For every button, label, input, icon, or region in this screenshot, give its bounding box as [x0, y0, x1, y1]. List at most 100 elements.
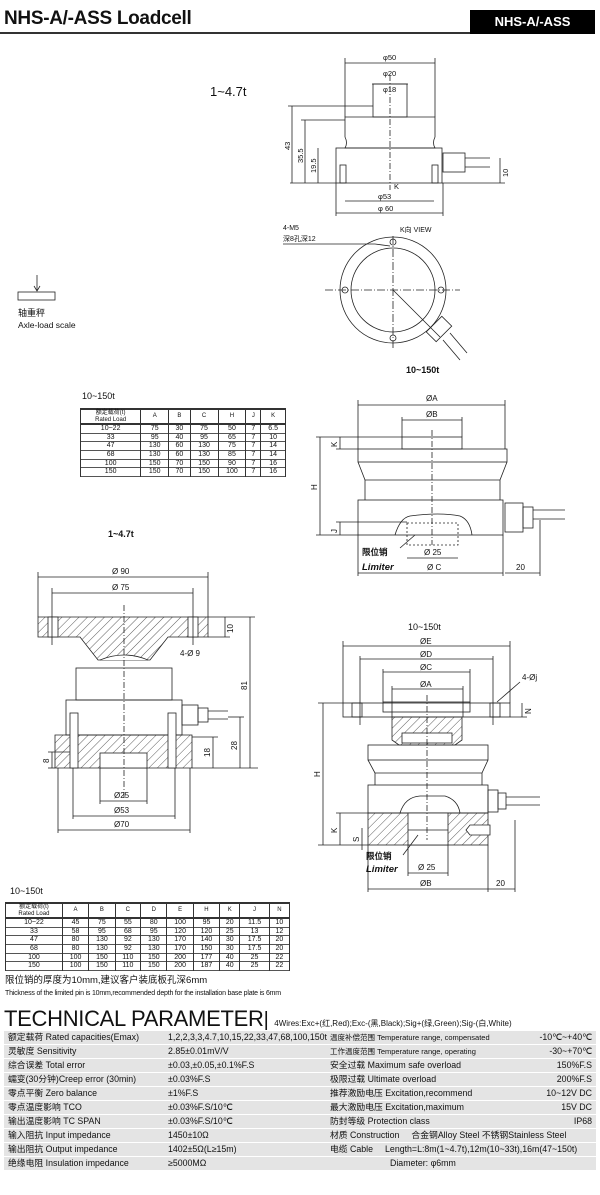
table1-caption: 10~150t — [82, 391, 115, 401]
table-cell: 14 — [260, 450, 286, 460]
param-name: 蠕变(30分钟)Creep error (30min) — [8, 1074, 137, 1084]
dim-d18: φ18 — [383, 85, 396, 94]
table-cell: 100 — [79, 459, 142, 468]
dim-h10: 10 — [226, 624, 235, 633]
table-cell: 92 — [114, 935, 142, 945]
param-name: 零点温度影响 TCO — [8, 1102, 82, 1112]
table-cell: 60 — [168, 441, 191, 451]
dim-d25: Ø25 — [114, 791, 130, 800]
table-cell: 10 — [268, 918, 291, 928]
table-cell: 33 — [79, 433, 142, 442]
table-cell: 10~22 — [79, 424, 142, 434]
table-cell: 120 — [192, 927, 221, 936]
limiter-label-en: Limiter — [366, 864, 399, 875]
param-name: 电缆 Cable — [330, 1144, 374, 1154]
dim-d: ØD — [420, 650, 432, 659]
table-cell: 30 — [219, 944, 241, 954]
column-header: A — [61, 903, 90, 919]
table-cell: 65 — [217, 433, 247, 442]
dim-b: ØB — [426, 410, 438, 419]
header-rated-load-cn: 额定载荷(t) — [95, 410, 126, 416]
param-value: 200%F.S — [556, 1074, 592, 1084]
table-cell: 22 — [268, 961, 291, 971]
table-cell: 75 — [88, 918, 116, 928]
header-rated-load-cn: 额定载荷(t) — [19, 904, 49, 910]
table-cell: 6.5 — [260, 424, 286, 434]
view-range-label: 10~150t — [406, 365, 439, 375]
dim-a: ØA — [426, 394, 438, 403]
dim-d60: φ 60 — [378, 204, 393, 213]
dim-h28: 28 — [230, 741, 239, 750]
table-cell: 75 — [217, 441, 247, 451]
param-value: -10℃~+40℃ — [539, 1032, 592, 1042]
dim-h8: 8 — [42, 758, 51, 763]
axle-label-cn: 轴重秤 — [18, 307, 45, 318]
table-cell: 120 — [166, 927, 194, 936]
table-cell: 75 — [189, 424, 219, 434]
axle-label-en: Axle-load scale — [18, 320, 76, 330]
table-cell: 92 — [114, 944, 142, 954]
table-cell: 7 — [245, 424, 262, 434]
drawing-1-side-view: 1~4.7t φ50 φ20 φ18 43 35.5 19.5 10 K φ53… — [210, 53, 510, 216]
column-header: B — [168, 409, 191, 425]
table-cell: 17.5 — [239, 935, 270, 945]
table-cell: 150 — [189, 459, 219, 468]
column-header: C — [114, 903, 142, 919]
dim-20: 20 — [496, 879, 505, 888]
param-name: 输出温度影响 TC SPAN — [8, 1116, 101, 1126]
table-cell: 70 — [168, 459, 191, 468]
page-title: NHS-A/-ASS Loadcell — [4, 8, 192, 29]
table-cell: 150 — [140, 961, 168, 971]
hole-depth-label: 深8孔深12 — [283, 234, 316, 243]
table-cell: 130 — [88, 944, 116, 954]
table-cell: 130 — [140, 935, 168, 945]
table-cell: 14 — [260, 441, 286, 451]
table-cell: 150 — [189, 467, 219, 477]
table-cell: 130 — [140, 441, 170, 451]
table-cell: 7 — [245, 441, 262, 451]
column-header: K — [219, 903, 241, 919]
table-cell: 70 — [168, 467, 191, 477]
table-cell: 95 — [189, 433, 219, 442]
wire-colors: 4Wires:Exc+(红,Red);Exc-(黑,Black);Sig+(绿,… — [274, 1019, 512, 1028]
table-cell: 25 — [219, 927, 241, 936]
column-header: D — [140, 903, 168, 919]
table-cell: 170 — [166, 944, 194, 954]
tech-title-bar: | — [263, 1009, 269, 1031]
param-value: 10~12V DC — [546, 1088, 592, 1098]
dim-a: ØA — [420, 680, 432, 689]
holes-label: 4-Øj — [522, 673, 537, 682]
tech-title-text: TECHNICAL PARAMETER — [4, 1006, 264, 1031]
param-name: 零点平衡 Zero balance — [8, 1088, 97, 1098]
dim-k: K — [394, 182, 399, 191]
dim-h18: 18 — [203, 748, 212, 757]
range-label: 10~150t — [408, 622, 441, 632]
param-name: 输出阻抗 Output impedance — [8, 1144, 118, 1154]
param-name: 输入阻抗 Input impedance — [8, 1130, 111, 1140]
tech-row-right: 工作温度范围 Temperature range, operating-30~+… — [330, 1046, 592, 1057]
table-cell: 55 — [114, 918, 142, 928]
param-value: 15V DC — [561, 1102, 592, 1112]
param-value: 合金钢Alloy Steel 不锈钢Stainless Steel — [411, 1130, 567, 1140]
table-cell: 10 — [260, 433, 286, 442]
table-cell: 50 — [217, 424, 247, 434]
table-cell: 95 — [88, 927, 116, 936]
table-cell: 60 — [168, 450, 191, 460]
param-name: 极限过载 Ultimate overload — [330, 1074, 437, 1084]
table-cell: 7 — [245, 433, 262, 442]
dim-j: J — [330, 529, 339, 533]
drawing-4-assembly-small: 1~4.7t Ø 90 Ø 75 10 4-Ø 9 81 28 18 8 Ø25… — [37, 529, 258, 833]
param-value: Length=L:8m(1~4.7t),12m(10~33t),16m(47~1… — [385, 1144, 578, 1154]
